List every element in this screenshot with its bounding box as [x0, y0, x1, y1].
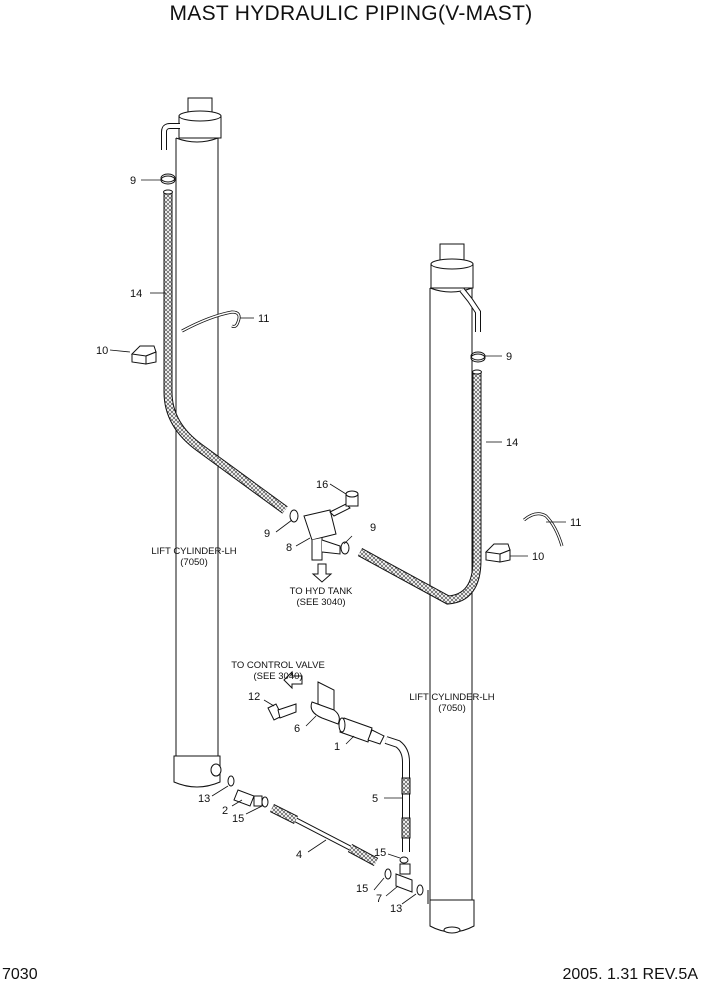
leader-lines	[109, 179, 566, 905]
page-code: 7030	[2, 966, 38, 983]
right-cylinder-ref: (7050)	[438, 703, 465, 714]
tee-7	[395, 863, 413, 893]
callout-13-left: 13	[198, 793, 210, 805]
callout-16: 16	[316, 479, 328, 491]
diagram-notes: LIFT CYLINDER-LH (7050) TO HYD TANK (SEE…	[151, 546, 494, 714]
left-cylinder-ref: (7050)	[180, 557, 207, 568]
callout-12: 12	[248, 691, 260, 703]
callout-14-right: 14	[506, 437, 518, 449]
callout-15-upper: 15	[374, 847, 386, 859]
callout-9-tee-right: 9	[370, 522, 376, 534]
bolt-12	[267, 703, 297, 721]
connector-1	[338, 717, 385, 745]
callout-11-right: 11	[570, 517, 581, 529]
hose-5	[384, 736, 411, 852]
revision-date: 2005. 1.31 REV.5A	[562, 966, 698, 983]
callout-9-left: 9	[130, 175, 136, 187]
callout-2: 2	[222, 805, 228, 817]
callout-7: 7	[376, 893, 382, 905]
control-valve-note-line1: TO CONTROL VALVE	[231, 660, 325, 671]
control-valve-arrow	[283, 670, 303, 690]
callout-1: 1	[334, 741, 340, 753]
left-clamp-10	[130, 345, 157, 365]
callout-4: 4	[296, 849, 302, 861]
left-wire-11	[181, 310, 241, 333]
right-hose-14	[357, 369, 482, 605]
callout-5: 5	[372, 793, 378, 805]
pipe-4	[269, 803, 379, 866]
o-ring-15-left	[261, 796, 269, 808]
left-cylinder-bottom-block	[173, 755, 221, 788]
right-lift-cylinder	[427, 243, 481, 934]
bracket-6	[310, 681, 340, 725]
callout-8: 8	[286, 542, 292, 554]
callout-15-lower: 15	[356, 883, 368, 895]
callout-11-left: 11	[258, 313, 269, 325]
page-title: MAST HYDRAULIC PIPING(V-MAST)	[169, 2, 533, 25]
hyd-tank-arrow	[311, 563, 333, 583]
o-ring-15-lower	[384, 868, 392, 880]
o-ring-15-upper	[399, 856, 409, 864]
hyd-tank-note-line2: (SEE 3040)	[296, 597, 345, 608]
callout-14-left: 14	[130, 288, 142, 300]
callout-10-left: 10	[96, 345, 108, 357]
right-ring-9	[470, 353, 486, 363]
left-lift-cylinder	[161, 97, 222, 788]
callout-10-right: 10	[532, 551, 544, 563]
hyd-tank-note-line1: TO HYD TANK	[290, 586, 353, 597]
callout-numbers: 9 14 11 10 16 9 8 9 9 14 11 10 12 6 1 5 …	[96, 175, 581, 915]
left-cylinder-label: LIFT CYLINDER-LH	[151, 546, 236, 557]
bolt-16	[329, 490, 359, 517]
callout-6: 6	[294, 723, 300, 735]
callout-9-right: 9	[506, 351, 512, 363]
o-ring-13-right	[416, 884, 424, 896]
right-clamp-10	[484, 543, 511, 563]
left-ring-9	[160, 175, 176, 185]
tee-fitting-8	[289, 509, 350, 561]
adapter-2	[227, 775, 263, 807]
callout-15-left: 15	[232, 813, 244, 825]
callout-9-tee-left: 9	[264, 528, 270, 540]
callout-13-right: 13	[390, 903, 402, 915]
control-valve-note-line2: (SEE 3040)	[253, 671, 302, 682]
left-hose-14	[163, 189, 288, 514]
right-cylinder-label: LIFT CYLINDER-LH	[409, 692, 494, 703]
